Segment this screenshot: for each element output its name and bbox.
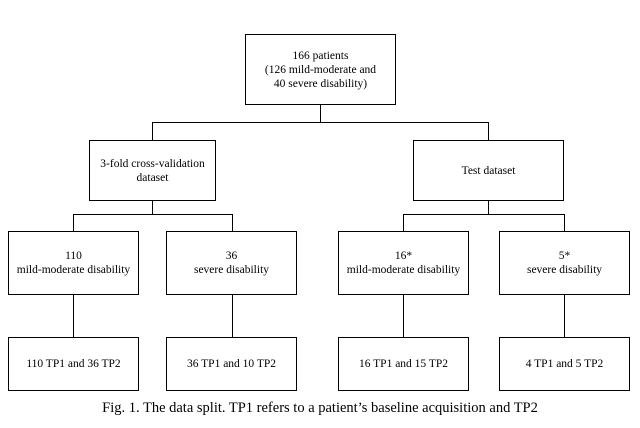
top-cropped-text xyxy=(0,0,640,16)
node-cross-validation-dataset: 3-fold cross-validation dataset xyxy=(89,140,216,201)
node-cv-mild-moderate: 110 mild-moderate disability xyxy=(8,231,139,295)
node-cv-mm-count: 110 xyxy=(65,250,82,262)
connector-test-mm-down xyxy=(403,295,404,337)
node-cv-line-2: dataset xyxy=(136,171,169,184)
connector-test-down xyxy=(488,201,489,214)
node-test-sev-tp-text: 4 TP1 and 5 TP2 xyxy=(525,358,604,370)
node-test-dataset: Test dataset xyxy=(413,140,564,201)
figure-caption-text: Fig. 1. The data split. TP1 refers to a … xyxy=(102,400,538,416)
connector-cv-child2-drop xyxy=(232,214,233,231)
node-test-sev-label: severe disability xyxy=(526,264,603,276)
connector-test-sev-down xyxy=(564,295,565,337)
figure-caption: Fig. 1. The data split. TP1 refers to a … xyxy=(0,399,640,428)
node-cv-line-1: 3-fold cross-validation xyxy=(100,157,205,170)
node-test-severe: 5* severe disability xyxy=(499,231,630,295)
node-test-sev-timepoints: 4 TP1 and 5 TP2 xyxy=(499,337,630,391)
node-root-line-3: 40 severe disability) xyxy=(273,77,368,90)
connector-level2-left-drop xyxy=(152,122,153,140)
connector-test-child1-drop xyxy=(403,214,404,231)
connector-level2-bus xyxy=(152,122,489,123)
node-cv-mm-tp-text: 110 TP1 and 36 TP2 xyxy=(26,358,121,370)
connector-cv-child1-drop xyxy=(73,214,74,231)
node-test-mild-moderate: 16* mild-moderate disability xyxy=(338,231,469,295)
connector-level2-right-drop xyxy=(488,122,489,140)
node-cv-mm-timepoints: 110 TP1 and 36 TP2 xyxy=(8,337,139,391)
node-test-mm-count: 16* xyxy=(394,250,413,262)
node-cv-sev-tp-text: 36 TP1 and 10 TP2 xyxy=(186,358,277,370)
connector-root-down xyxy=(320,105,321,122)
connector-test-bus xyxy=(403,214,564,215)
node-test-mm-label: mild-moderate disability xyxy=(346,264,461,276)
connector-cv-down xyxy=(152,201,153,214)
node-test-mm-tp-text: 16 TP1 and 15 TP2 xyxy=(358,358,449,370)
connector-cv-sev-down xyxy=(232,295,233,337)
node-cv-mm-label: mild-moderate disability xyxy=(16,264,131,276)
node-test-line-1: Test dataset xyxy=(461,164,516,177)
node-root: 166 patients (126 mild-moderate and 40 s… xyxy=(245,34,396,105)
connector-cv-bus xyxy=(73,214,232,215)
connector-test-child2-drop xyxy=(564,214,565,231)
node-root-line-2: (126 mild-moderate and xyxy=(264,63,377,76)
node-cv-sev-label: severe disability xyxy=(193,264,270,276)
node-cv-sev-count: 36 xyxy=(225,250,238,262)
node-cv-sev-timepoints: 36 TP1 and 10 TP2 xyxy=(166,337,297,391)
connector-cv-mm-down xyxy=(73,295,74,337)
node-test-mm-timepoints: 16 TP1 and 15 TP2 xyxy=(338,337,469,391)
node-root-line-1: 166 patients xyxy=(292,49,349,62)
node-test-sev-count: 5* xyxy=(558,250,571,262)
node-cv-severe: 36 severe disability xyxy=(166,231,297,295)
